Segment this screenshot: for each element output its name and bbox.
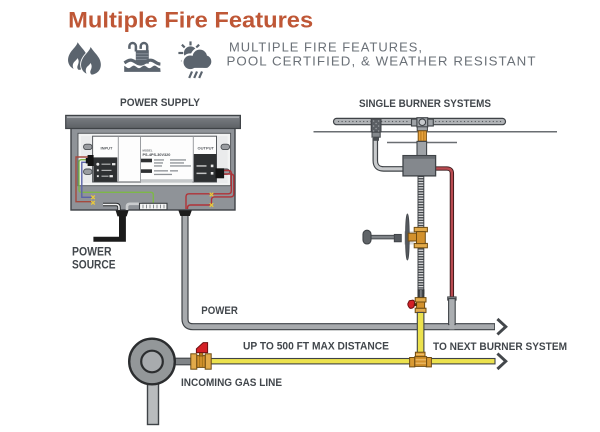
svg-text:Multiple Fire Features: Multiple Fire Features (68, 8, 313, 33)
svg-text:POOL CERTIFIED, & WEATHER RESI: POOL CERTIFIED, & WEATHER RESISTANT (227, 55, 537, 69)
svg-text:MULTIPLE FIRE FEATURES,: MULTIPLE FIRE FEATURES, (229, 41, 423, 55)
svg-text:SOURCE: SOURCE (72, 258, 116, 272)
svg-text:TO NEXT BURNER SYSTEM: TO NEXT BURNER SYSTEM (433, 341, 567, 353)
svg-text:POWER: POWER (201, 305, 238, 317)
svg-text:INPUT: INPUT (101, 146, 114, 151)
svg-text:OUTPUT: OUTPUT (198, 146, 215, 151)
svg-text:PS-4PS-30V320: PS-4PS-30V320 (143, 153, 171, 157)
svg-text:POWER: POWER (72, 245, 112, 259)
svg-text:UP TO 500 FT MAX DISTANCE: UP TO 500 FT MAX DISTANCE (243, 340, 389, 352)
svg-text:SINGLE BURNER SYSTEMS: SINGLE BURNER SYSTEMS (359, 98, 491, 110)
svg-text:MODEL: MODEL (143, 149, 153, 153)
svg-text:INCOMING GAS LINE: INCOMING GAS LINE (181, 377, 282, 389)
svg-text:POWER SUPPLY: POWER SUPPLY (120, 97, 200, 109)
